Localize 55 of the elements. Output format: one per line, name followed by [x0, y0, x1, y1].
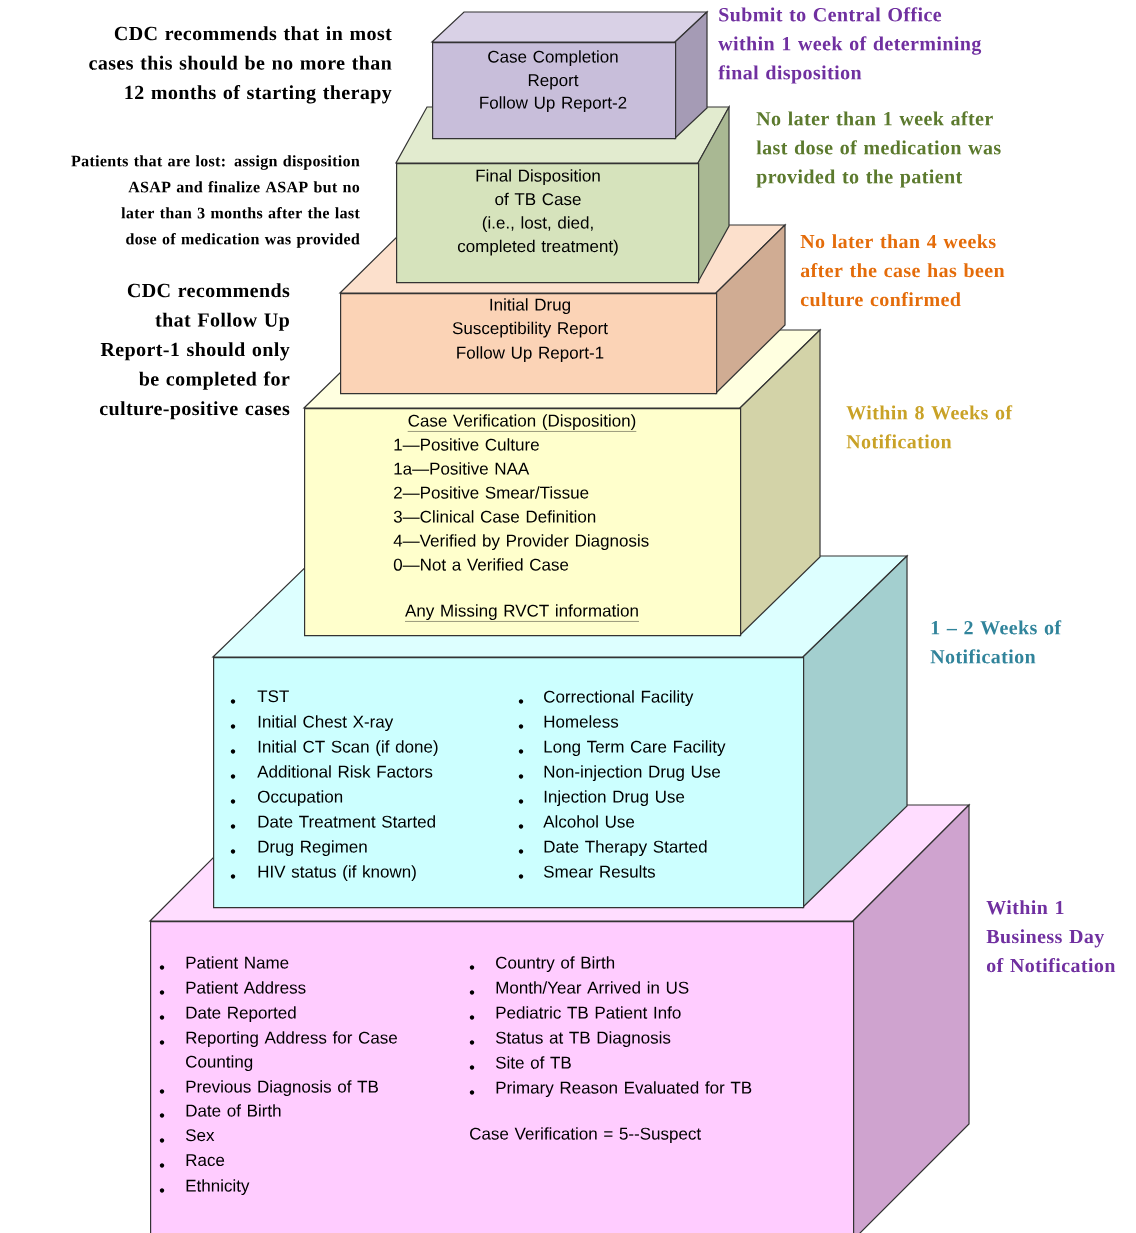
bullet-item: Alcohol Use [518, 815, 635, 829]
bullet-item: Occupation [230, 790, 343, 807]
note-text: Patients that are lost: assign disposition ASAP and finalize ASAP but no later than 3 months after the last dose of medication was provided [71, 155, 360, 248]
note-text: No later than 4 weeks after the case has been culture confirmed [800, 234, 1005, 307]
box-text: Initial Drug Susceptibility Report [452, 298, 608, 338]
bullet-item: Previous Diagnosis of TB [159, 1080, 378, 1097]
note-text: Within 1 Business Day of Notification [986, 900, 1116, 973]
box-text: Follow Up Report-1 [457, 346, 604, 363]
note-text: Within 8 Weeks of Notification [846, 405, 1013, 449]
bullet-item: Initial Chest X-ray [230, 715, 394, 732]
bullet-item: Primary Reason Evaluated for TB [469, 1081, 752, 1098]
bullet-item: Long Term Care Facility [518, 740, 726, 757]
list-item: 2—Positive Smear/Tissue [394, 486, 589, 499]
bullet-item: Correctional Facility [518, 690, 694, 707]
list-item: 4—Verified by Provider Diagnosis [393, 534, 649, 551]
box-text: Final Disposition of TB Case [476, 169, 600, 206]
bullet-item: Month/Year Arrived in US [469, 981, 689, 995]
bullet-item: Patient Name [159, 956, 289, 970]
bullet-item: Additional Risk Factors [230, 765, 433, 779]
bullet-item: Status at TB Diagnosis [469, 1031, 671, 1048]
bullet-item: Reporting Address for Case Counting [159, 1031, 397, 1072]
bullet-item: Sex [159, 1129, 215, 1143]
note-text: CDC recommends that in most cases this should be no more than 12 months of starting therapy [89, 26, 392, 104]
box-text: Follow Up Report-2 [480, 96, 627, 113]
box-text: (i.e., lost, died, completed treatment) [457, 216, 618, 256]
list-item: Case Verification = 5--Suspect [470, 1127, 701, 1144]
note-text: 1 – 2 Weeks of Notification [930, 620, 1062, 664]
list-item: 3—Clinical Case Definition [393, 510, 596, 523]
bullet-item: Smear Results [518, 865, 655, 879]
bullet-item: Date Reported [159, 1006, 296, 1023]
bullet-item: Race [159, 1154, 225, 1168]
note-text: CDC recommends that Follow Up Report-1 should only be completed for culture-positive cases [99, 283, 290, 420]
box-text: Case Completion Report [488, 50, 618, 90]
bullet-item: Date Therapy Started [518, 840, 707, 857]
bullet-item: Patient Address [159, 981, 306, 995]
note-text: Submit to Central Office within 1 week of determining final disposition [718, 7, 982, 84]
list-item: 0—Not a Verified Case [393, 558, 569, 571]
list-item: 1a—Positive NAA [394, 462, 530, 475]
bullet-item: Drug Regimen [230, 840, 367, 857]
box-text: Case Verification (Disposition) [407, 414, 637, 432]
note-text: No later than 1 week after last dose of medication was provided to the patient [756, 111, 1001, 188]
bullet-item: Site of TB [469, 1056, 571, 1070]
bullet-item: TST [230, 690, 289, 704]
bullet-item: HIV status (if known) [230, 865, 416, 882]
bullet-item: Country of Birth [469, 956, 615, 973]
bullet-item: Date Treatment Started [230, 815, 435, 829]
bullet-item: Pediatric TB Patient Info [469, 1006, 681, 1020]
bullet-item: Ethnicity [159, 1179, 250, 1196]
bullet-item: Non-injection Drug Use [518, 765, 721, 782]
box-text: Any Missing RVCT information [404, 604, 640, 622]
bullet-item: Date of Birth [159, 1104, 281, 1118]
bullet-item: Homeless [518, 715, 619, 729]
bullet-item: Injection Drug Use [518, 790, 685, 807]
bullet-item: Initial CT Scan (if done) [230, 740, 438, 757]
list-item: 1—Positive Culture [394, 438, 539, 451]
